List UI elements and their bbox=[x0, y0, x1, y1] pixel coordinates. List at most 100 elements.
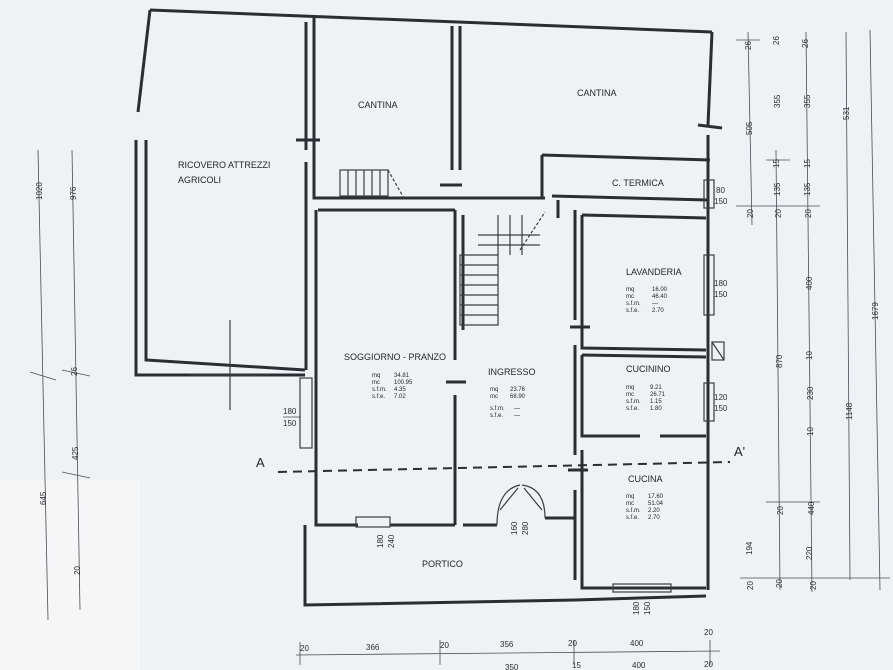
stair-upper bbox=[339, 169, 406, 201]
lavanderia-sfm: — bbox=[652, 301, 658, 307]
section-line-a bbox=[277, 461, 731, 473]
w-termica-width: 80 bbox=[716, 186, 725, 195]
dim-right-col5-line bbox=[845, 31, 851, 581]
lavanderia-sfe: 2.70 bbox=[652, 308, 664, 314]
lavanderia-mc-label: mc bbox=[626, 294, 634, 300]
lavanderia-mc: 46.40 bbox=[652, 294, 668, 300]
cucinino-sfm: 1.15 bbox=[650, 399, 662, 405]
dims-left: 1020 645 976 26 425 20 bbox=[29, 149, 91, 621]
dim-right-col3-3: 355 bbox=[773, 94, 782, 108]
lavanderia-sfe-label: s.f.e. bbox=[626, 308, 639, 314]
stair-ingresso-arrow bbox=[519, 211, 546, 251]
label-portico: PORTICO bbox=[422, 559, 463, 569]
soggiorno-mq: 34.81 bbox=[394, 373, 410, 379]
cucina-sfm-label: s.f.m. bbox=[626, 508, 641, 514]
dim-bottom-2: 366 bbox=[366, 643, 380, 652]
soggiorno-sfe-label: s.f.e. bbox=[372, 394, 385, 400]
dim-right-col4-6: 400 bbox=[805, 276, 814, 290]
wall-portico-right bbox=[574, 594, 707, 602]
room-lavanderia: LAVANDERIA mq 16.00 mc 46.40 s.f.m. — s.… bbox=[626, 267, 682, 314]
lavanderia-mq: 16.00 bbox=[652, 287, 668, 293]
dim-right-col5-1: 531 bbox=[842, 106, 851, 120]
door-main-height: 280 bbox=[521, 521, 530, 535]
label-ricovero-1: RICOVERO ATTREZZI bbox=[178, 160, 270, 170]
wall-cucinino-top bbox=[581, 353, 707, 359]
w-lavanderia-width: 180 bbox=[714, 279, 728, 288]
outer-wall-left-upper bbox=[136, 9, 152, 113]
ricovero-cross-mark bbox=[190, 320, 270, 410]
dims-right: 26 505 20 15 135 20 870 20 194 20 26 26 … bbox=[736, 29, 890, 593]
cucina-mq-label: mq bbox=[626, 494, 634, 500]
wall-portico bbox=[303, 525, 576, 607]
section-start-label: A bbox=[256, 455, 265, 470]
dim-right-col4-9: 10 bbox=[806, 427, 815, 436]
cucinino-mc-label: mc bbox=[626, 392, 634, 398]
dim-left-mid-2: 26 bbox=[70, 367, 79, 376]
wall-termica-top bbox=[541, 153, 711, 162]
dim-left-mid-4: 20 bbox=[73, 566, 82, 575]
stair-upper-treads bbox=[347, 170, 381, 196]
stair-ingresso-landing bbox=[478, 215, 540, 255]
ingresso-sfm: — bbox=[514, 406, 520, 412]
dim-right-col2-1: 15 bbox=[772, 159, 781, 168]
soggiorno-name: SOGGIORNO - PRANZO bbox=[344, 352, 446, 362]
room-ingresso: INGRESSO mq 23.76 mc 68.90 s.f.m. — s.f.… bbox=[488, 367, 536, 419]
dim-right-col2-6: 194 bbox=[745, 541, 754, 555]
dim-bottom-4: 356 bbox=[500, 640, 514, 649]
ingresso-sfe: — bbox=[514, 413, 520, 419]
dim-right-col3-1: 26 bbox=[772, 36, 781, 45]
window-lavanderia bbox=[703, 254, 715, 316]
dim-bottom-1: 20 bbox=[300, 644, 309, 653]
room-cucina: CUCINA mq 17.60 mc 51.04 s.f.m. 2.20 s.f… bbox=[626, 474, 664, 521]
dim-right-col1-1: 26 bbox=[744, 41, 753, 50]
wall-lavanderia-box bbox=[580, 215, 707, 352]
dim-left-outer-2: 645 bbox=[39, 491, 48, 505]
lavanderia-sfm-label: s.f.m. bbox=[626, 301, 641, 307]
dim-right-col6-1: 1679 bbox=[871, 302, 880, 320]
dim-right-col2-line bbox=[775, 149, 781, 591]
w-lavanderia-height: 150 bbox=[714, 290, 728, 299]
main-door-leaves bbox=[499, 487, 543, 511]
wall-ricovero-cantina bbox=[312, 18, 318, 200]
ingresso-sfe-label: s.f.e. bbox=[490, 413, 503, 419]
dim-right-col1-3: 20 bbox=[746, 209, 755, 218]
wall-cucinino-box bbox=[580, 355, 640, 438]
cucinino-mq: 9.21 bbox=[650, 385, 662, 391]
stair-ingresso-treads bbox=[460, 264, 498, 316]
dim-right-col2-3: 20 bbox=[774, 209, 783, 218]
dim-right-col4-2: 355 bbox=[803, 94, 812, 108]
ingresso-mc: 68.90 bbox=[510, 394, 526, 400]
label-cantina-right: CANTINA bbox=[577, 88, 617, 98]
wall-termica-bottom bbox=[551, 194, 709, 202]
cucinino-sfm-label: s.f.m. bbox=[626, 399, 641, 405]
label-ricovero-2: AGRICOLI bbox=[178, 175, 221, 185]
paper-glare bbox=[0, 480, 140, 670]
cucinino-mq-label: mq bbox=[626, 385, 634, 391]
cucina-sfe: 2.70 bbox=[648, 515, 660, 521]
lavanderia-name: LAVANDERIA bbox=[626, 267, 682, 277]
window-cucinino bbox=[703, 382, 715, 422]
dim-right-col5-2: 1148 bbox=[845, 402, 854, 420]
cucinino-mc: 26.71 bbox=[650, 392, 666, 398]
stair-ingresso-flight bbox=[459, 254, 499, 326]
dim-right-col4-3: 15 bbox=[803, 159, 812, 168]
dim-left-mid-1: 976 bbox=[69, 186, 78, 200]
soggiorno-sfm: 4.35 bbox=[394, 387, 406, 393]
chimney-diagonal bbox=[711, 341, 725, 361]
outer-wall-top bbox=[149, 8, 713, 34]
cucina-mq: 17.60 bbox=[648, 494, 664, 500]
dim-left-tick-2 bbox=[61, 369, 91, 377]
dim-right-col6-line bbox=[869, 29, 881, 591]
dim-right-col4-10: 440 bbox=[807, 501, 816, 515]
w-soggiorno-side-width: 180 bbox=[283, 407, 297, 416]
dim-bottom-row2-2: 15 bbox=[572, 661, 581, 670]
w-termica-height: 150 bbox=[714, 197, 728, 206]
dim-bottom-3: 20 bbox=[440, 641, 449, 650]
dim-right-col4-4: 135 bbox=[803, 182, 812, 196]
soggiorno-sfm-label: s.f.m. bbox=[372, 387, 387, 393]
dim-left-mid-3: 425 bbox=[71, 446, 80, 460]
dim-right-col2-2: 135 bbox=[773, 182, 782, 196]
dim-right-col3-7: 20 bbox=[775, 579, 784, 588]
cucina-name: CUCINA bbox=[628, 474, 663, 484]
